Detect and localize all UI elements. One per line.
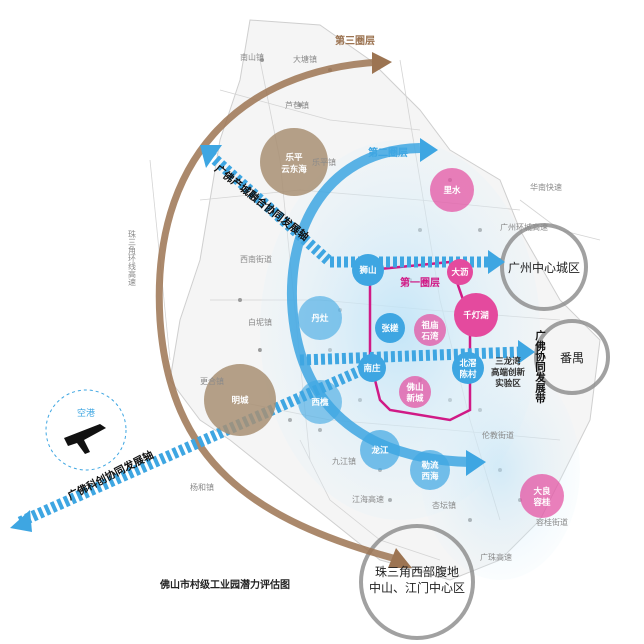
node-longjiang-label: 龙江	[370, 445, 389, 456]
node-foshan-xincheng-circle[interactable]	[399, 376, 431, 408]
second-layer-label: 第二圈层	[368, 146, 408, 159]
place-label: 杏坛镇	[432, 500, 456, 510]
node-qiandenghu-circle[interactable]	[454, 293, 498, 337]
guangfo-tech-arrow-west	[10, 510, 32, 532]
node-dali-circle[interactable]	[447, 259, 473, 285]
node-zumiao-label-2: 石湾	[420, 331, 439, 342]
guangfo-tech-arrow-east	[518, 340, 535, 364]
place-label: 江海高速	[352, 494, 384, 504]
guangfo-tech-axis-east	[299, 346, 521, 366]
place-label: 南山镇	[240, 52, 264, 62]
place-label: 西南街道	[240, 254, 272, 264]
node-xihai-circle[interactable]	[410, 450, 450, 490]
node-sanlongwan-label-1: 三龙湾	[495, 356, 521, 367]
node-nanzhuang-circle[interactable]	[358, 354, 386, 382]
node-foshan-xincheng-label-1: 佛山	[405, 382, 423, 393]
node-xiqiao-circle[interactable]	[298, 380, 342, 424]
place-label: 伦教街道	[482, 430, 514, 440]
place-label: 乐平镇	[312, 157, 336, 167]
guangfo-belt-label: 广佛协同发展带	[534, 329, 546, 404]
node-leping-label-1: 乐平	[285, 152, 303, 163]
third-layer-label: 第三圈层	[335, 34, 375, 47]
second-layer-arrow-top	[420, 138, 438, 162]
node-xiqiao-label: 西樵	[311, 397, 329, 408]
node-leping-circle[interactable]	[260, 128, 328, 196]
node-lishui-circle[interactable]	[430, 168, 474, 212]
guangfo-lu-arrow-east	[488, 250, 505, 274]
place-label: 珠三角环线高速	[128, 229, 137, 287]
gz-center-ring	[500, 223, 588, 311]
node-zumiao-circle[interactable]	[414, 314, 446, 346]
node-nanzhuang-label: 南庄	[363, 363, 381, 374]
pink-nodes	[399, 168, 564, 518]
guangfo-tech-axis-label: 广佛科创协同发展轴	[65, 448, 155, 502]
place-label: 更合镇	[200, 376, 224, 386]
node-zhangcha-circle[interactable]	[375, 313, 405, 343]
node-foshan-xincheng-label-2: 新城	[406, 393, 424, 404]
gz-center-label: 广州中心城区	[508, 260, 580, 275]
place-label: 白坭镇	[248, 317, 272, 327]
second-layer-arrow-bottom	[466, 450, 486, 476]
node-mingcheng-circle[interactable]	[204, 364, 276, 436]
node-xihai-label-1: 勒流	[421, 460, 439, 471]
node-sanlongwan-label-3: 实验区	[495, 378, 521, 389]
pearl-west-label-2: 中山、江门中心区	[369, 580, 465, 595]
third-layer-arc	[155, 58, 401, 564]
node-beijiao-label-1: 北滘	[459, 358, 477, 369]
place-label: 大塘镇	[293, 54, 317, 64]
node-sanlongwan-label-2: 高端创新	[491, 367, 526, 378]
guangfo-tech-axis-west	[17, 356, 383, 528]
place-label: 华南快速	[530, 182, 562, 192]
node-leping-label-2: 云东海	[281, 164, 307, 175]
node-danzao-label: 丹灶	[311, 313, 329, 324]
pearl-west-label-1: 珠三角西部腹地	[375, 564, 459, 579]
place-label: 广珠高速	[480, 552, 512, 562]
node-dali-label: 大沥	[451, 267, 469, 278]
node-daliang-circle[interactable]	[520, 474, 564, 518]
node-shishan-label: 狮山	[358, 265, 376, 276]
place-label: 九江镇	[332, 456, 356, 466]
airplane-icon	[64, 424, 106, 454]
map-title: 佛山市村级工业园潜力评估图	[160, 580, 290, 591]
first-layer-label: 第一圈层	[400, 276, 440, 289]
node-daliang-label-2: 容桂	[532, 497, 551, 508]
airport-label: 空港	[77, 407, 95, 419]
node-mingcheng-label: 明城	[231, 395, 249, 406]
place-label: 芦苞镇	[285, 100, 309, 110]
node-beijiao-circle[interactable]	[452, 352, 484, 384]
node-longjiang-circle[interactable]	[360, 430, 400, 470]
node-shishan-circle[interactable]	[352, 254, 384, 286]
node-danzao-circle[interactable]	[298, 296, 342, 340]
node-daliang-label-1: 大良	[533, 486, 551, 497]
place-label: 广州环城高速	[500, 222, 548, 232]
panyu-label: 番禺	[560, 351, 584, 365]
node-zumiao-label-1: 祖庙	[420, 320, 439, 331]
node-xihai-label-2: 西海	[421, 471, 439, 482]
node-qiandenghu-label: 千灯湖	[463, 310, 489, 321]
third-layer-arrow-bottom	[388, 548, 412, 568]
place-label: 容桂街道	[536, 517, 568, 527]
third-layer-arrow-top	[372, 52, 392, 74]
guangfo-lu-arrow-west	[200, 145, 222, 168]
airport-ring	[45, 389, 127, 471]
node-lishui-label: 里水	[443, 185, 461, 196]
pearl-west-ring	[359, 524, 475, 640]
node-zhangcha-label: 张槎	[381, 323, 399, 334]
place-label: 杨和镇	[190, 482, 214, 492]
blue-nodes	[298, 254, 484, 490]
guangfo-lu-axis-west	[206, 150, 334, 267]
node-beijiao-label-2: 陈村	[459, 369, 477, 380]
panyu-ring	[534, 319, 610, 395]
